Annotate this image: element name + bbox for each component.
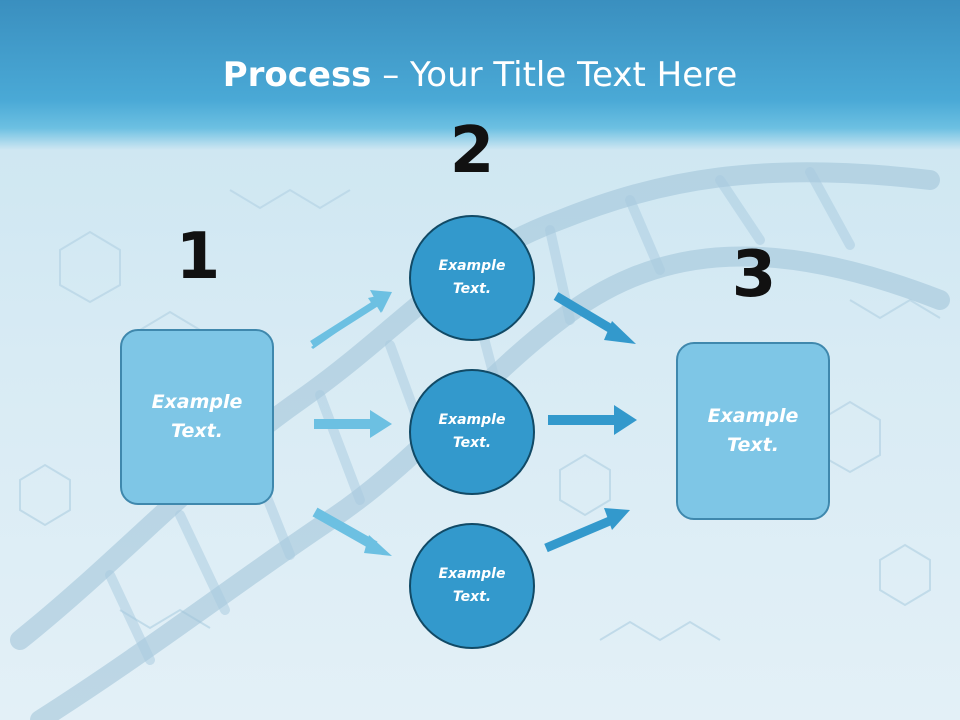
step-number-1: 1 [175,220,221,294]
left-box-line1: Example [151,391,243,413]
circle-bottom[interactable]: Example Text. [409,523,535,649]
circle-bottom-line1: Example [438,566,506,582]
circle-bottom-line2: Text. [452,589,492,605]
circle-middle-line1: Example [438,412,506,428]
step-number-3: 3 [731,238,777,312]
slide-title: Process – Your Title Text Here [0,54,960,96]
arrow-left-to-top [310,290,392,349]
right-box-line1: Example [707,405,799,427]
arrow-top-to-right [553,292,636,344]
title-bold: Process [222,55,372,95]
circle-top-line1: Example [438,258,506,274]
arrow-left-to-bottom [312,507,392,556]
arrow-middle-to-right [548,405,637,435]
left-box-line2: Text. [171,420,223,442]
circle-top[interactable]: Example Text. [409,215,535,341]
step-number-2: 2 [449,114,495,188]
arrow-left-to-middle [314,410,392,438]
right-box-line2: Text. [727,434,779,456]
left-box[interactable]: Example Text. [120,329,274,505]
arrow-bottom-to-right [544,508,630,553]
circle-middle-line2: Text. [452,435,492,451]
circle-top-line2: Text. [452,281,492,297]
title-rest: – Your Title Text Here [371,55,738,95]
circle-middle[interactable]: Example Text. [409,369,535,495]
right-box[interactable]: Example Text. [676,342,830,520]
